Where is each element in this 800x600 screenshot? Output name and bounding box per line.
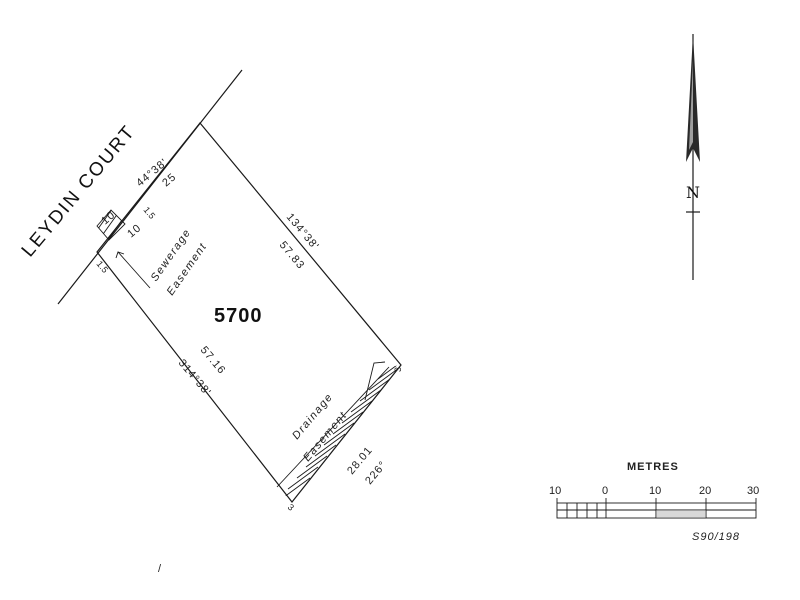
se-boundary-bearing-label: 226° [363, 459, 389, 487]
frontage-segment-b-label: 25 [160, 171, 179, 189]
drainage-width-b-label: 3 [393, 367, 403, 372]
road-name-label: LEYDIN COURT [18, 121, 140, 261]
scale-bar [556, 498, 757, 519]
scale-bar-title: METRES [627, 461, 679, 473]
stray-mark: / [158, 563, 162, 575]
frontage-offset-b-label: 1.5 [141, 205, 157, 221]
ne-boundary-distance-label: 57.83 [277, 239, 307, 272]
scale-tick-label: 10 [649, 485, 661, 497]
sw-boundary-distance-label: 57.16 [198, 344, 228, 377]
north-label: N [686, 183, 700, 202]
scale-tick-label: 10 [549, 485, 561, 497]
frontage-offset-a-label: 1.5 [94, 259, 110, 275]
scale-tick-label: 30 [747, 485, 759, 497]
sewerage-easement-length-label: 10 [125, 222, 144, 240]
drainage-leader-line [364, 361, 386, 401]
lot-boundary [96, 122, 402, 503]
plan-reference: S90/198 [692, 531, 740, 543]
scale-tick-label: 0 [602, 485, 608, 497]
sewerage-leader-arrow [115, 251, 125, 259]
sewerage-leader-line [117, 251, 151, 289]
sewerage-easement-outline [96, 209, 126, 241]
scale-tick-label: 20 [699, 485, 711, 497]
drainage-easement-inner-line [276, 366, 390, 488]
frontage-segment-a-label: 10 [99, 209, 118, 227]
drainage-width-a-label: 3 [286, 502, 296, 513]
lot-number-label: 5700 [214, 305, 263, 327]
road-boundary-line [57, 69, 243, 305]
north-arrow [686, 34, 700, 280]
